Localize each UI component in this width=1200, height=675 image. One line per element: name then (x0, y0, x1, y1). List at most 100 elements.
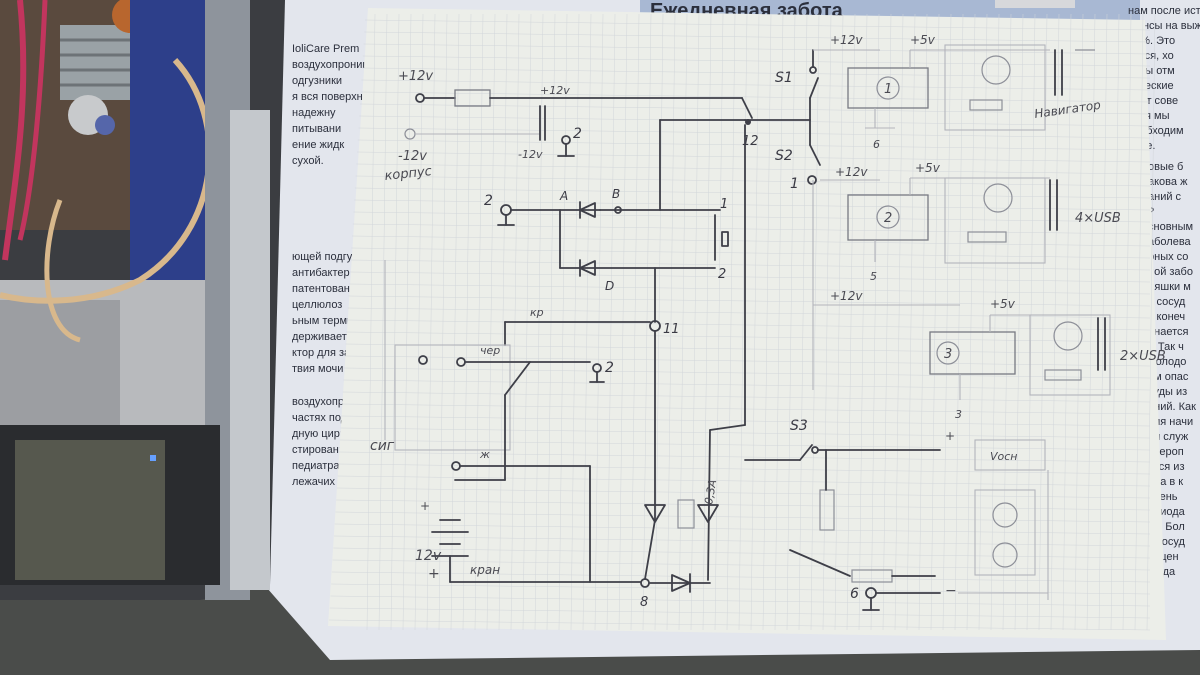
grid-line (356, 163, 1151, 175)
grid-line (339, 451, 1151, 463)
grid-line (918, 13, 928, 631)
magazine-line: ем опас (1148, 371, 1189, 383)
resistor-3 (1044, 369, 1082, 381)
grid-line (894, 13, 904, 631)
magazine-line: сухой. (292, 155, 324, 167)
grid-line (462, 13, 472, 631)
magazine-line: сновным (1148, 221, 1193, 233)
magazine-line: х сосуд (1148, 296, 1186, 308)
grid-line (774, 13, 784, 631)
magazine-line: воздухопроница (292, 59, 376, 71)
grid-line (1134, 13, 1144, 631)
led-1 (992, 502, 1018, 528)
grid-line (364, 31, 1151, 43)
label-node-8: 8 (640, 595, 648, 610)
grid-line (347, 307, 1151, 319)
grid-line (342, 391, 1151, 403)
led-2 (992, 542, 1018, 568)
grid-line (331, 583, 1151, 595)
label-node-6: 6 (850, 586, 859, 602)
label-input-plus12: +12v (398, 69, 433, 84)
grid-line (1014, 13, 1024, 631)
battery-plus-mark: + (428, 566, 440, 582)
label-node-5: 5 (870, 270, 877, 283)
label-contact-1: 1 (720, 197, 728, 212)
grid-line (353, 211, 1151, 223)
label-s3: S3 (790, 418, 808, 434)
potentiometer (819, 489, 835, 531)
grid-line (1146, 13, 1156, 631)
diode-D (579, 260, 596, 276)
magazine-line: акова ж (1148, 176, 1188, 188)
resistor-1 (969, 99, 1003, 111)
diode-A (579, 202, 596, 218)
label-node-2-mid: 2 (605, 360, 614, 376)
grid-line (906, 13, 916, 631)
grid-line (366, 13, 376, 631)
grid-line (331, 571, 1151, 583)
magazine-line: ктор для за (292, 347, 351, 359)
magazine-line: аболева (1148, 236, 1192, 248)
label-plus5-2: +5v (915, 161, 941, 175)
grid-line (678, 13, 688, 631)
label-input-minus12: -12v (398, 149, 427, 164)
magazine-line: ющей подгу (292, 251, 353, 263)
regulator-2 (847, 194, 929, 241)
grid-line (350, 259, 1151, 271)
grid-line (426, 13, 436, 631)
grid-line (930, 13, 940, 631)
grid-line (474, 13, 484, 631)
grid-line (1074, 13, 1084, 631)
magazine-line: целлюлоз (292, 299, 342, 311)
magazine-line: аний с (1148, 191, 1182, 203)
grid-line (738, 13, 748, 631)
grid-line (330, 595, 1151, 607)
magazine-line: воздухопрон (292, 396, 356, 408)
grid-line (336, 487, 1151, 499)
label-2-usb: 2×USB (1120, 349, 1166, 364)
label-battery-12v: 12v (415, 548, 442, 564)
grid-line (337, 475, 1151, 487)
grid-line (942, 13, 952, 631)
reg2-label: 2 (884, 211, 892, 226)
grid-line (358, 127, 1151, 139)
grid-line (362, 55, 1151, 67)
relay (677, 499, 695, 529)
grid-line (344, 355, 1151, 367)
button-switch (721, 231, 729, 247)
grid-line (1086, 13, 1096, 631)
grid-line (352, 223, 1151, 235)
label-plus5-1: +5v (910, 33, 936, 47)
grid-line (726, 13, 736, 631)
schematic-drawing: +12v -12v корпус +12v -12v 2 12 S1 S2 1 (370, 33, 1166, 611)
grid-line (1026, 13, 1036, 631)
grid-line (361, 79, 1151, 91)
regulator-1 (847, 67, 929, 109)
switch-s1 (809, 77, 819, 99)
grid-line (690, 13, 700, 631)
grid-line (334, 535, 1151, 547)
grid-line (355, 175, 1151, 187)
grid-line (360, 91, 1151, 103)
reg1-label: 1 (884, 82, 892, 97)
grid-line (362, 67, 1151, 79)
magazine-line: держивает б (292, 331, 356, 343)
magazine-line: IoliCare Prem (292, 43, 359, 55)
grid-line (359, 103, 1151, 115)
grid-line (349, 283, 1151, 295)
grid-line (858, 13, 868, 631)
regulator-3 (929, 331, 1016, 375)
grid-line (1110, 13, 1120, 631)
label-node-12: 12 (742, 134, 759, 149)
label-plus5-3: +5v (990, 297, 1016, 311)
grid-line (354, 199, 1151, 211)
label-fuse-03A: 0,3A (702, 479, 719, 506)
label-zh: ж (479, 448, 490, 461)
grid-line (978, 13, 988, 631)
magazine-line: ляшки м (1148, 281, 1191, 293)
magazine-line: рия начи (1148, 416, 1193, 428)
grid-line (882, 13, 892, 631)
diode-right-vertical (697, 504, 719, 523)
magazine-line: нам после ист (1128, 5, 1200, 17)
